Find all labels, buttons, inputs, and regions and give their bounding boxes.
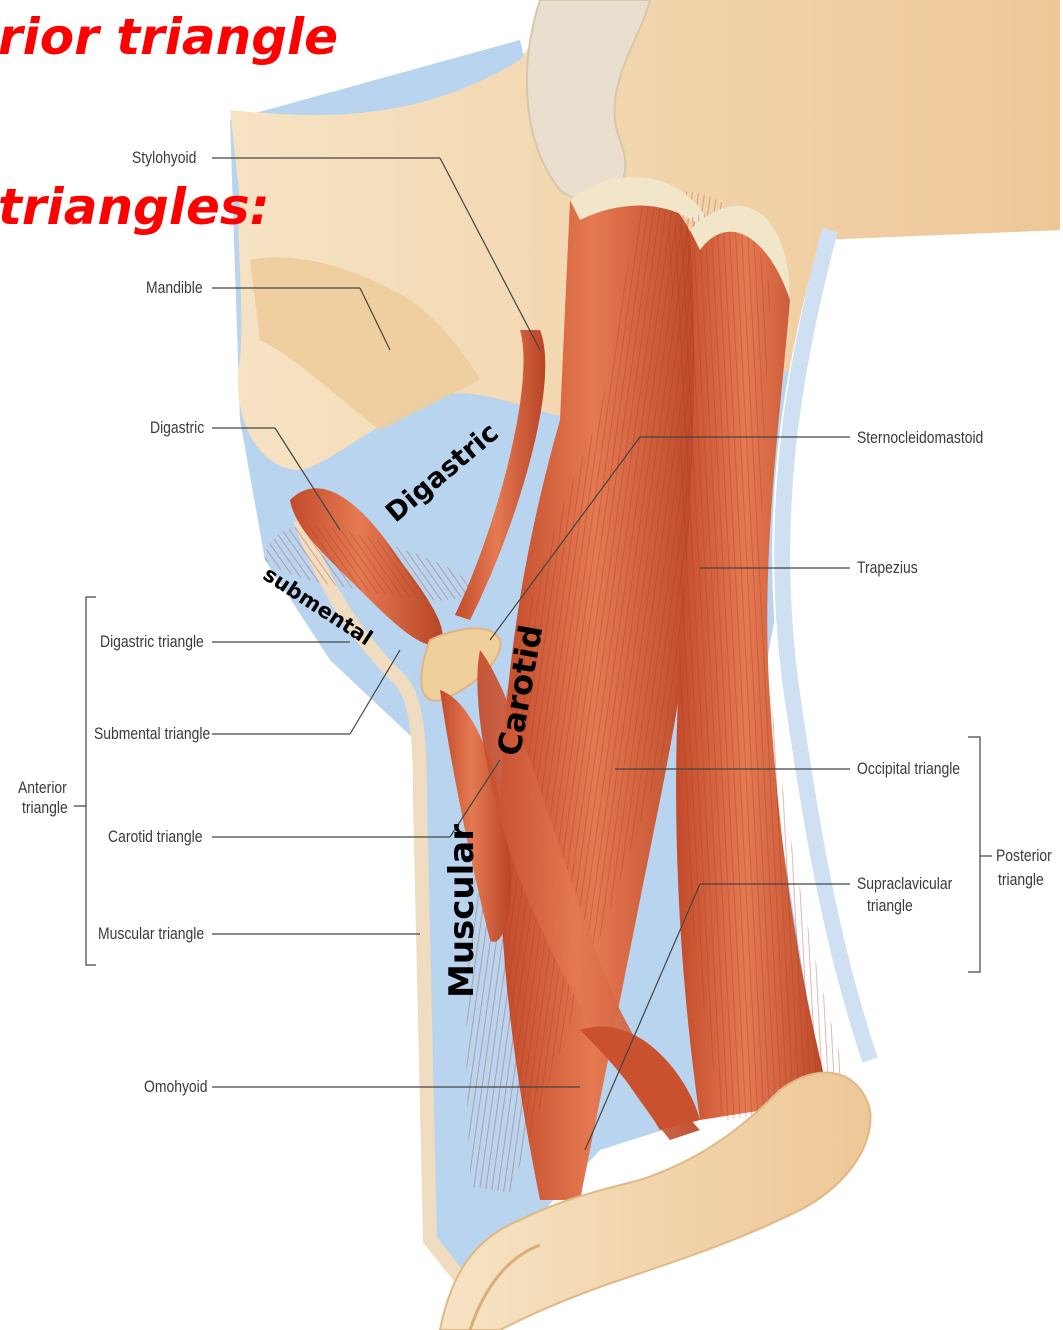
label-anterior-triangle-1: Anterior	[18, 778, 67, 798]
label-muscular-triangle: Muscular triangle	[98, 924, 204, 944]
label-mandible: Mandible	[146, 278, 203, 298]
label-carotid-triangle: Carotid triangle	[108, 827, 203, 847]
label-posterior-triangle-1: Posterior	[996, 846, 1052, 866]
label-trapezius: Trapezius	[857, 558, 918, 578]
label-supraclavicular-1: Supraclavicular	[857, 874, 952, 894]
page-heading-line1: rior triangle	[0, 8, 338, 66]
label-digastric: Digastric	[150, 418, 204, 438]
label-omohyoid: Omohyoid	[144, 1077, 208, 1097]
anterior-bracket	[74, 597, 96, 965]
back-skin	[772, 230, 1063, 1060]
label-submental-triangle: Submental triangle	[94, 724, 210, 744]
label-sternocleidomastoid: Sternocleidomastoid	[857, 428, 983, 448]
overlay-muscular: Muscular	[442, 824, 482, 998]
label-stylohyoid: Stylohyoid	[132, 148, 196, 168]
label-posterior-triangle-2: triangle	[998, 870, 1044, 890]
label-occipital-triangle: Occipital triangle	[857, 759, 960, 779]
label-digastric-triangle: Digastric triangle	[100, 632, 204, 652]
label-anterior-triangle-2: triangle	[22, 798, 68, 818]
label-supraclavicular-2: triangle	[867, 896, 913, 916]
page-heading-line2: triangles:	[0, 178, 270, 236]
